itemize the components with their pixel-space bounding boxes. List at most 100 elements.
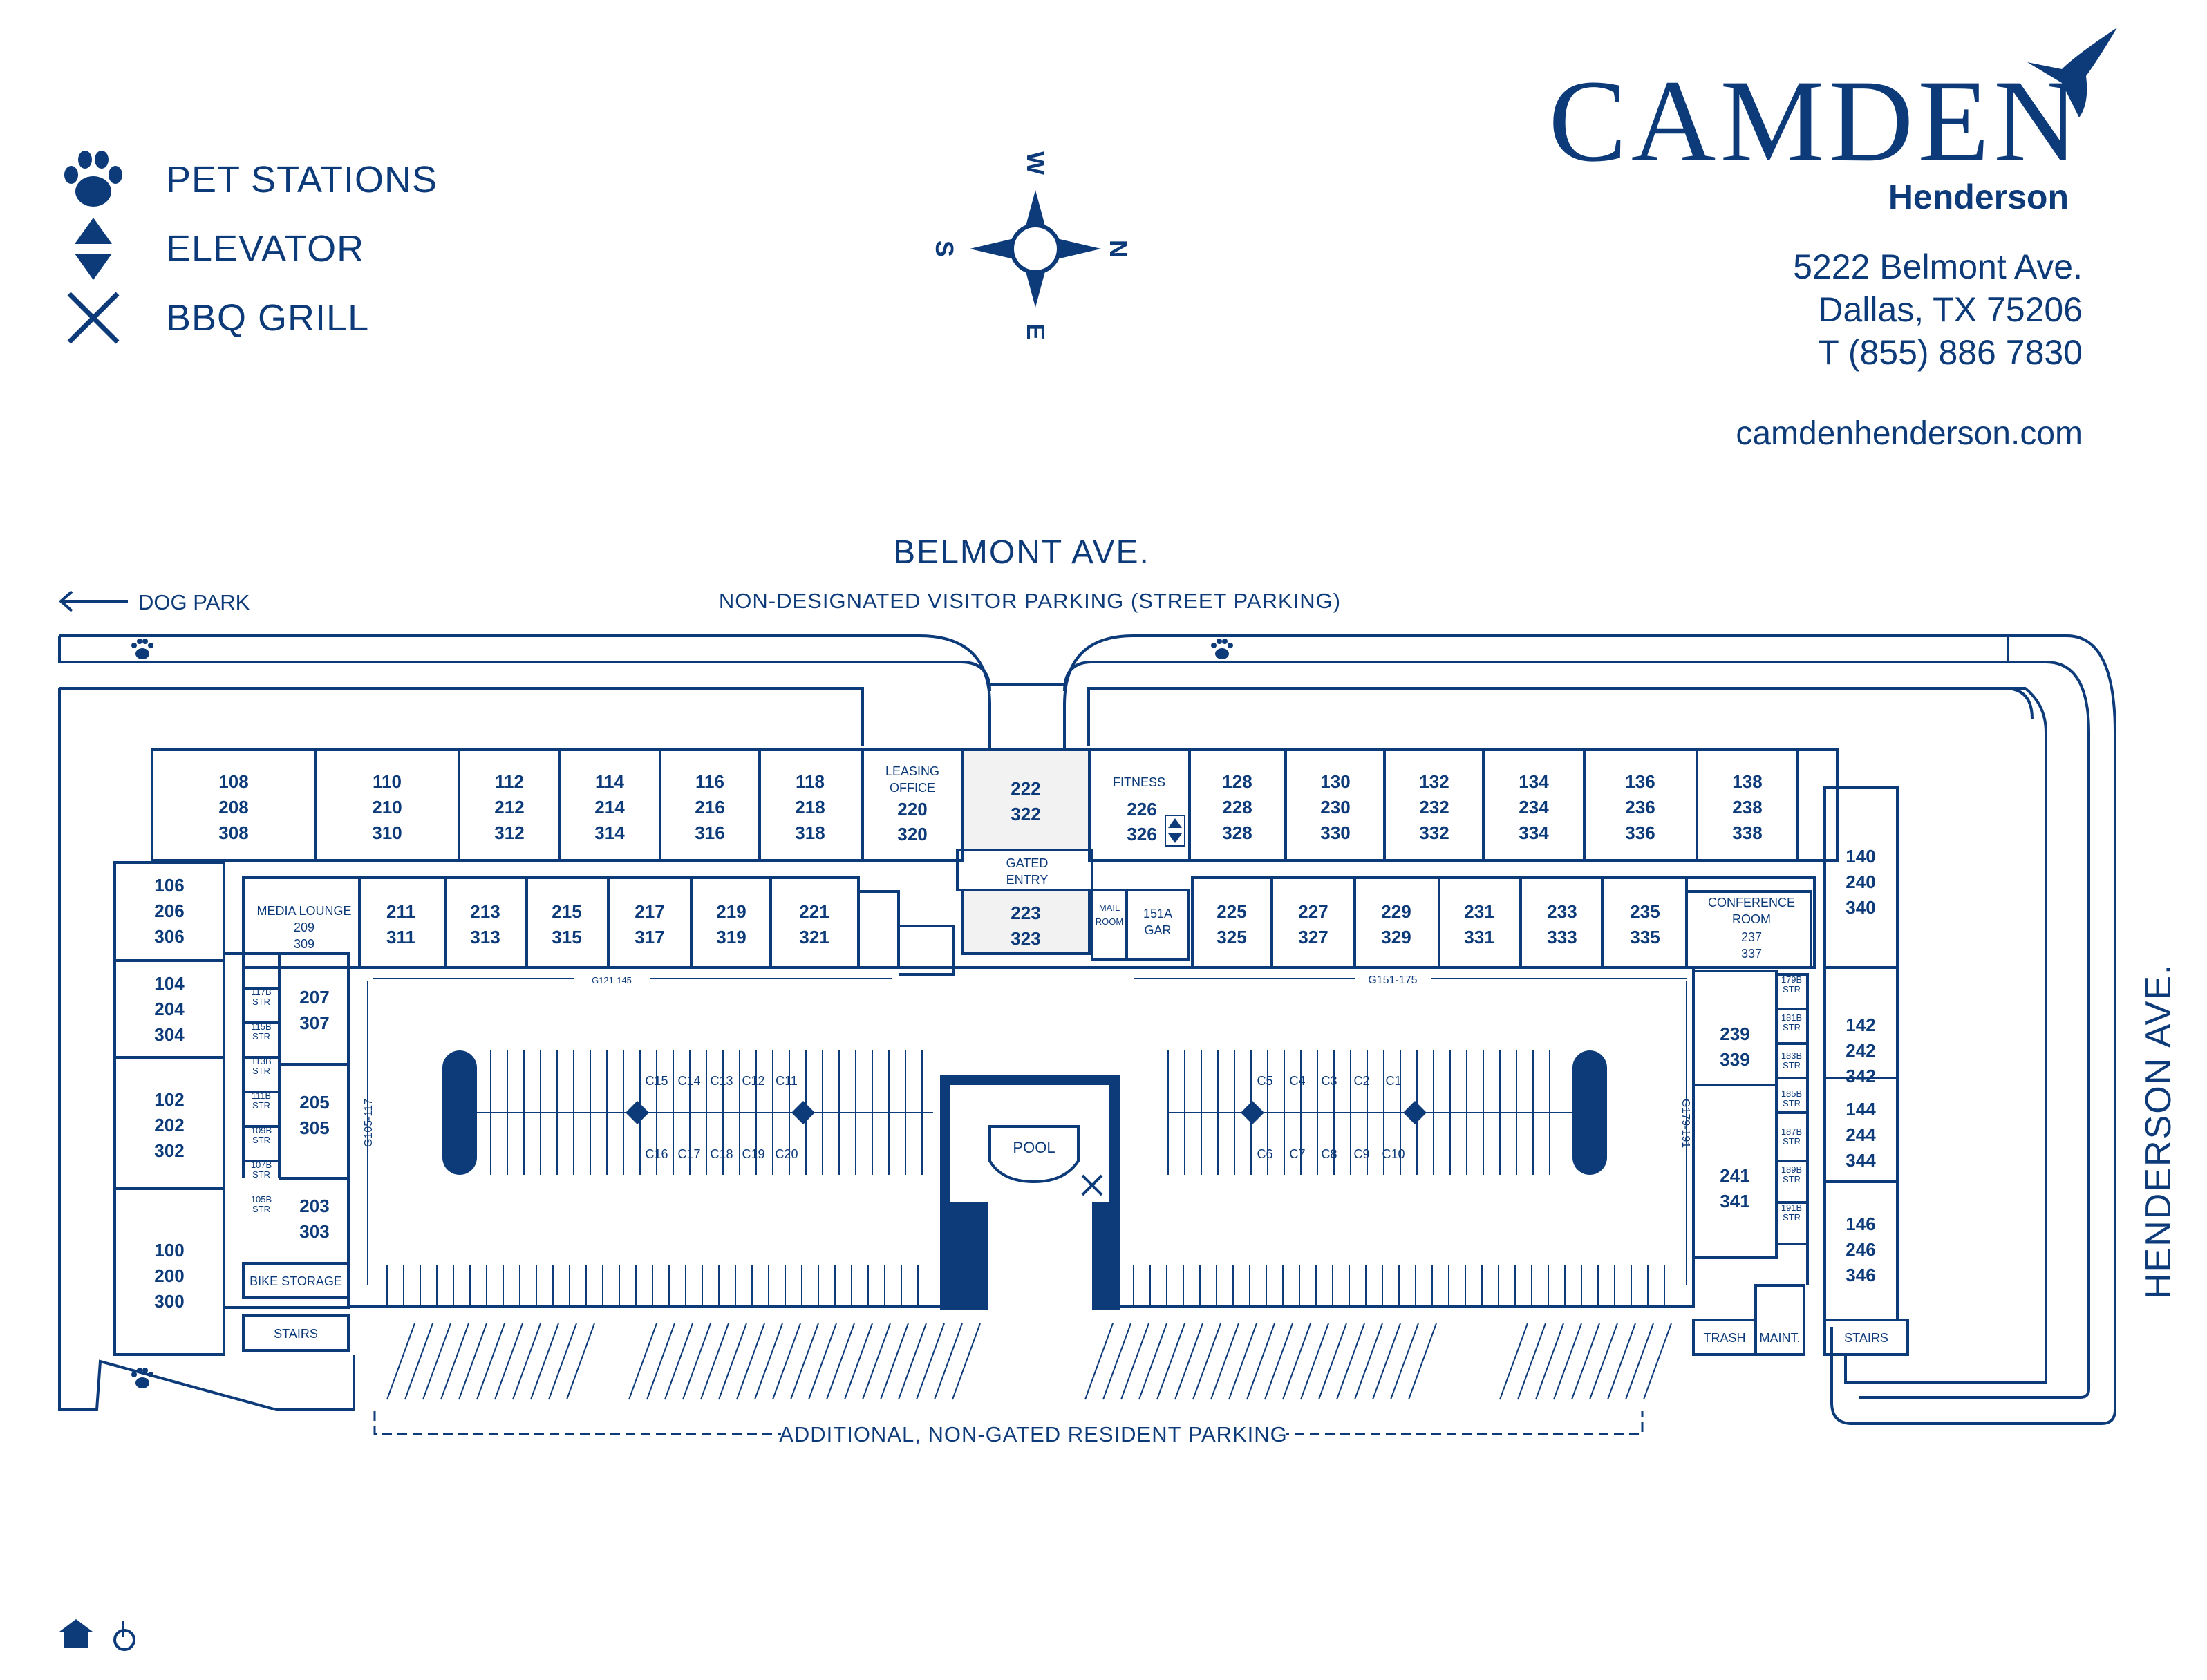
unit-label: 204 <box>154 999 185 1019</box>
unit-label: 236 <box>1625 797 1655 818</box>
legend-row-elevator: ELEVATOR <box>55 214 438 283</box>
carport-label: C10 <box>1382 1147 1405 1161</box>
unit-label: 331 <box>1464 927 1494 947</box>
surface-stall <box>1589 1323 1618 1400</box>
storage-label: STR <box>1783 984 1801 994</box>
surface-stall <box>1174 1323 1203 1400</box>
unit-label: 213 <box>470 901 500 922</box>
storage-label: STR <box>252 997 270 1007</box>
fitness-u1: 226 <box>1127 799 1156 820</box>
surface-stall <box>1625 1323 1654 1400</box>
unit-label: 241 <box>1720 1165 1749 1186</box>
belmont-label: BELMONT AVE. <box>893 534 1150 571</box>
surface-stall <box>772 1323 801 1400</box>
equal-housing-icon <box>59 1619 93 1648</box>
gar-l1: 151A <box>1143 907 1172 921</box>
storage-label: 113B <box>251 1056 271 1066</box>
surface-stall <box>1246 1323 1275 1400</box>
storage-label: STR <box>252 1204 270 1214</box>
unit-label: 314 <box>594 822 625 843</box>
surface-stall <box>386 1323 415 1400</box>
unit-label: 134 <box>1519 771 1549 792</box>
surface-stall <box>1102 1323 1131 1400</box>
unit-label: 140 <box>1846 846 1875 867</box>
unit-label: 104 <box>154 973 185 994</box>
storage-label: 179B <box>1781 974 1802 985</box>
unit-label: 100 <box>154 1240 184 1261</box>
unit-label: 240 <box>1846 871 1875 892</box>
unit-label: 238 <box>1732 797 1762 818</box>
surface-stall <box>1535 1323 1564 1400</box>
surface-stall <box>844 1323 873 1400</box>
unit-label: 217 <box>635 901 664 922</box>
unit-label: 322 <box>1011 804 1040 824</box>
surface-stall <box>646 1323 675 1400</box>
unit-label: 102 <box>154 1089 184 1110</box>
surface-stall <box>1499 1323 1528 1400</box>
storage-label: 181B <box>1781 1012 1802 1023</box>
unit-label: 232 <box>1419 797 1449 818</box>
fitness-label: FITNESS <box>1113 775 1165 789</box>
carport-label: C17 <box>677 1147 700 1161</box>
unit-label: 219 <box>716 901 746 922</box>
carport-label: C18 <box>710 1147 733 1161</box>
dog-park-arrow <box>58 590 128 612</box>
leasing-office-l2: OFFICE <box>890 781 935 795</box>
brand-community: Henderson <box>1888 178 2069 216</box>
storage-label: 105B <box>251 1194 272 1205</box>
pool-area <box>940 1075 1120 1310</box>
unit-label: 303 <box>299 1221 329 1242</box>
brand-name: CAMDEN <box>1548 56 2083 186</box>
storage-label: 111B <box>252 1091 271 1101</box>
storage-label: STR <box>1783 1060 1801 1070</box>
unit-label: 327 <box>1298 927 1328 947</box>
bbq-legend-icon <box>55 287 131 349</box>
compass-e: E <box>1022 323 1050 340</box>
unit-label: 212 <box>494 797 524 818</box>
surface-stall <box>1228 1323 1257 1400</box>
surface-stall <box>476 1323 505 1400</box>
surface-stall <box>718 1323 747 1400</box>
unit-label: 307 <box>299 1012 329 1033</box>
carport-label: C12 <box>742 1074 764 1088</box>
unit-label: 312 <box>494 822 524 843</box>
unit-label: 112 <box>495 771 524 792</box>
surface-stall <box>1372 1323 1401 1400</box>
carport-label: C5 <box>1257 1074 1272 1088</box>
unit-label: 239 <box>1720 1023 1749 1044</box>
storage-label: STR <box>1783 1098 1801 1108</box>
unit-label: 106 <box>154 875 184 896</box>
compass-n: N <box>1105 240 1133 258</box>
carport-label: C14 <box>677 1074 700 1088</box>
address-block: 5222 Belmont Ave. Dallas, TX 75206 T (85… <box>1793 245 2083 374</box>
unit-label: 234 <box>1519 797 1549 818</box>
maint-label: MAINT. <box>1759 1331 1800 1345</box>
carport-label: C13 <box>710 1074 733 1088</box>
unit-label: 244 <box>1846 1124 1876 1145</box>
unit-label: 231 <box>1464 901 1494 922</box>
website-link[interactable]: camdenhenderson.com <box>1736 415 2083 452</box>
unit-label: 235 <box>1630 901 1660 922</box>
surface-stall <box>566 1323 595 1400</box>
unit-label: 306 <box>154 926 184 947</box>
accessibility-icon <box>113 1621 135 1651</box>
carport-label: C11 <box>776 1074 798 1088</box>
unit-label: 328 <box>1222 822 1252 843</box>
pet-station-icon <box>1211 639 1233 659</box>
surface-stall <box>404 1323 433 1400</box>
unit-label: 200 <box>154 1265 184 1286</box>
unit-label: 311 <box>386 927 415 947</box>
storage-label: 117B <box>251 987 271 997</box>
unit-label: 227 <box>1298 901 1328 922</box>
unit-label: 118 <box>796 771 825 792</box>
unit-label: 300 <box>154 1291 184 1312</box>
surface-stall <box>512 1323 541 1400</box>
unit-label: 218 <box>795 797 825 818</box>
surface-stall <box>898 1323 927 1400</box>
surface-stall <box>934 1323 963 1400</box>
unit-label: 308 <box>218 822 248 843</box>
surface-stall <box>664 1323 693 1400</box>
unit-label: 144 <box>1846 1099 1876 1120</box>
unit-label: 321 <box>799 927 829 947</box>
unit-label: 229 <box>1381 901 1411 922</box>
